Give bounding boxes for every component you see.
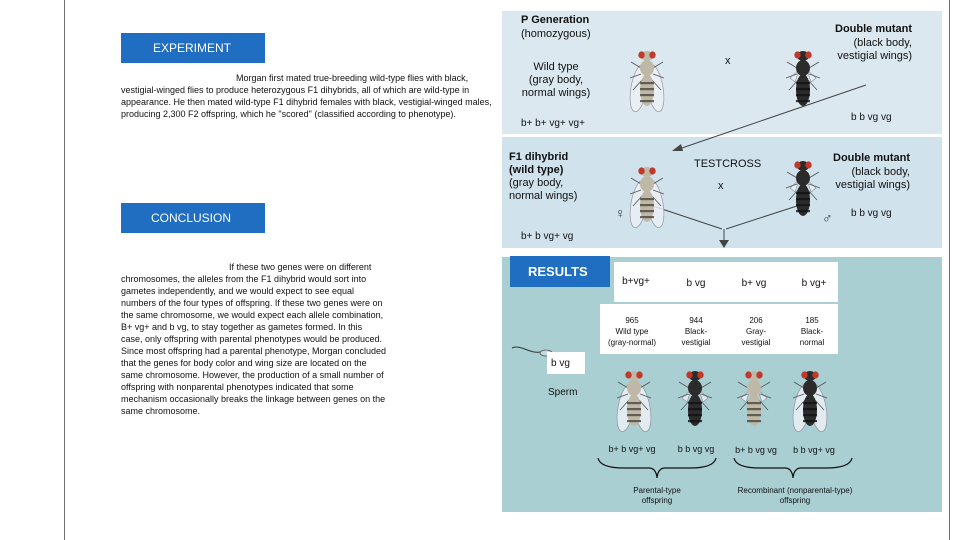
sperm-label: Sperm bbox=[548, 387, 577, 399]
egg-genotype-1: b+vg+ bbox=[616, 276, 656, 288]
fly-illustration-f1-wild bbox=[627, 156, 667, 236]
recombinant-brace bbox=[730, 456, 860, 486]
sperm-genotype: b vg bbox=[551, 358, 570, 370]
results-label-text: RESULTS bbox=[528, 264, 588, 279]
offspring-count-2: 944 bbox=[668, 316, 724, 326]
offspring-count-3: 206 bbox=[728, 316, 784, 326]
fly-illustration-offspring-3 bbox=[734, 360, 774, 440]
parental-offspring-label-2: offspring bbox=[617, 496, 697, 506]
offspring-genotype-3: b+ b vg vg bbox=[726, 445, 786, 456]
egg-genotype-4: b vg+ bbox=[794, 278, 834, 290]
recombinant-offspring-label-1: Recombinant (nonparental-type) bbox=[725, 486, 865, 496]
offspring-phenotype-2b: vestigial bbox=[668, 338, 724, 348]
fly-illustration-f1-mutant bbox=[783, 150, 823, 230]
offspring-phenotype-2a: Black- bbox=[668, 327, 724, 337]
offspring-genotype-4: b b vg+ vg bbox=[784, 445, 844, 456]
offspring-phenotype-3a: Gray- bbox=[728, 327, 784, 337]
offspring-genotype-1: b+ b vg+ vg bbox=[600, 444, 664, 455]
offspring-phenotype-1a: Wild type bbox=[600, 327, 664, 337]
offspring-phenotype-4b: normal bbox=[784, 338, 840, 348]
fly-illustration-offspring-4 bbox=[790, 360, 830, 440]
egg-genotype-2: b vg bbox=[676, 278, 716, 290]
fly-illustration-offspring-2 bbox=[675, 360, 715, 440]
offspring-genotype-2: b b vg vg bbox=[666, 444, 726, 455]
fly-illustration-p-mutant bbox=[783, 40, 823, 120]
egg-genotype-3: b+ vg bbox=[734, 278, 774, 290]
offspring-count-1: 965 bbox=[604, 316, 660, 326]
results-label: RESULTS bbox=[510, 256, 610, 287]
parental-offspring-label-1: Parental-type bbox=[617, 486, 697, 496]
offspring-count-4: 185 bbox=[784, 316, 840, 326]
offspring-phenotype-3b: vestigial bbox=[728, 338, 784, 348]
recombinant-offspring-label-2: offspring bbox=[725, 496, 865, 506]
fly-illustration-offspring-1 bbox=[614, 360, 654, 440]
offspring-phenotype-4a: Black- bbox=[784, 327, 840, 337]
fly-illustration-p-wild bbox=[627, 40, 667, 120]
parental-brace bbox=[594, 456, 724, 486]
offspring-phenotype-1b: (gray-normal) bbox=[600, 338, 664, 348]
